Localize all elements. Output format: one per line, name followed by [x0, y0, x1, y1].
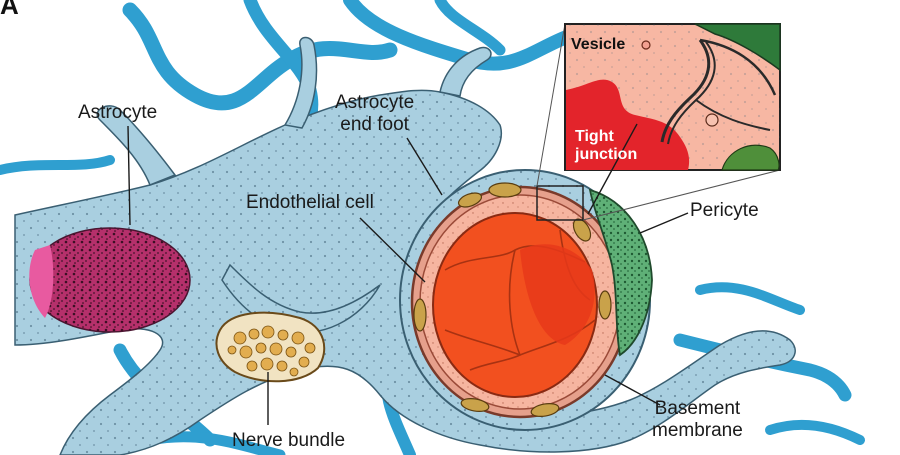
capillary: [410, 182, 653, 419]
label-astrocyte: Astrocyte: [78, 102, 158, 123]
leader-lines: [127, 123, 689, 425]
inset-label-vesicle: Vesicle: [571, 36, 626, 53]
panel-letter: A: [0, 0, 19, 20]
nerve-bundle-shape: [215, 311, 326, 383]
label-basement-membrane-line2: membrane: [652, 420, 743, 441]
inset-label-tight-junction: Tight junction: [575, 128, 637, 164]
label-astrocyte-end-foot: Astrocyte end foot: [335, 92, 414, 136]
label-endothelial-cell: Endothelial cell: [246, 192, 374, 213]
inset-source-box: [536, 185, 584, 221]
label-pericyte: Pericyte: [690, 200, 759, 221]
label-basement-membrane: Basement membrane: [652, 398, 743, 442]
label-basement-membrane-line1: Basement: [654, 398, 741, 419]
astrocyte-nucleus: [29, 227, 191, 333]
inset-label-tight-junction-line1: Tight: [575, 128, 614, 145]
label-astrocyte-end-foot-line2: end foot: [340, 114, 409, 135]
inset-panel: [564, 23, 781, 171]
label-nerve-bundle: Nerve bundle: [232, 430, 346, 451]
label-astrocyte-end-foot-line1: Astrocyte: [335, 92, 415, 113]
inset-label-tight-junction-line2: junction: [575, 146, 638, 163]
